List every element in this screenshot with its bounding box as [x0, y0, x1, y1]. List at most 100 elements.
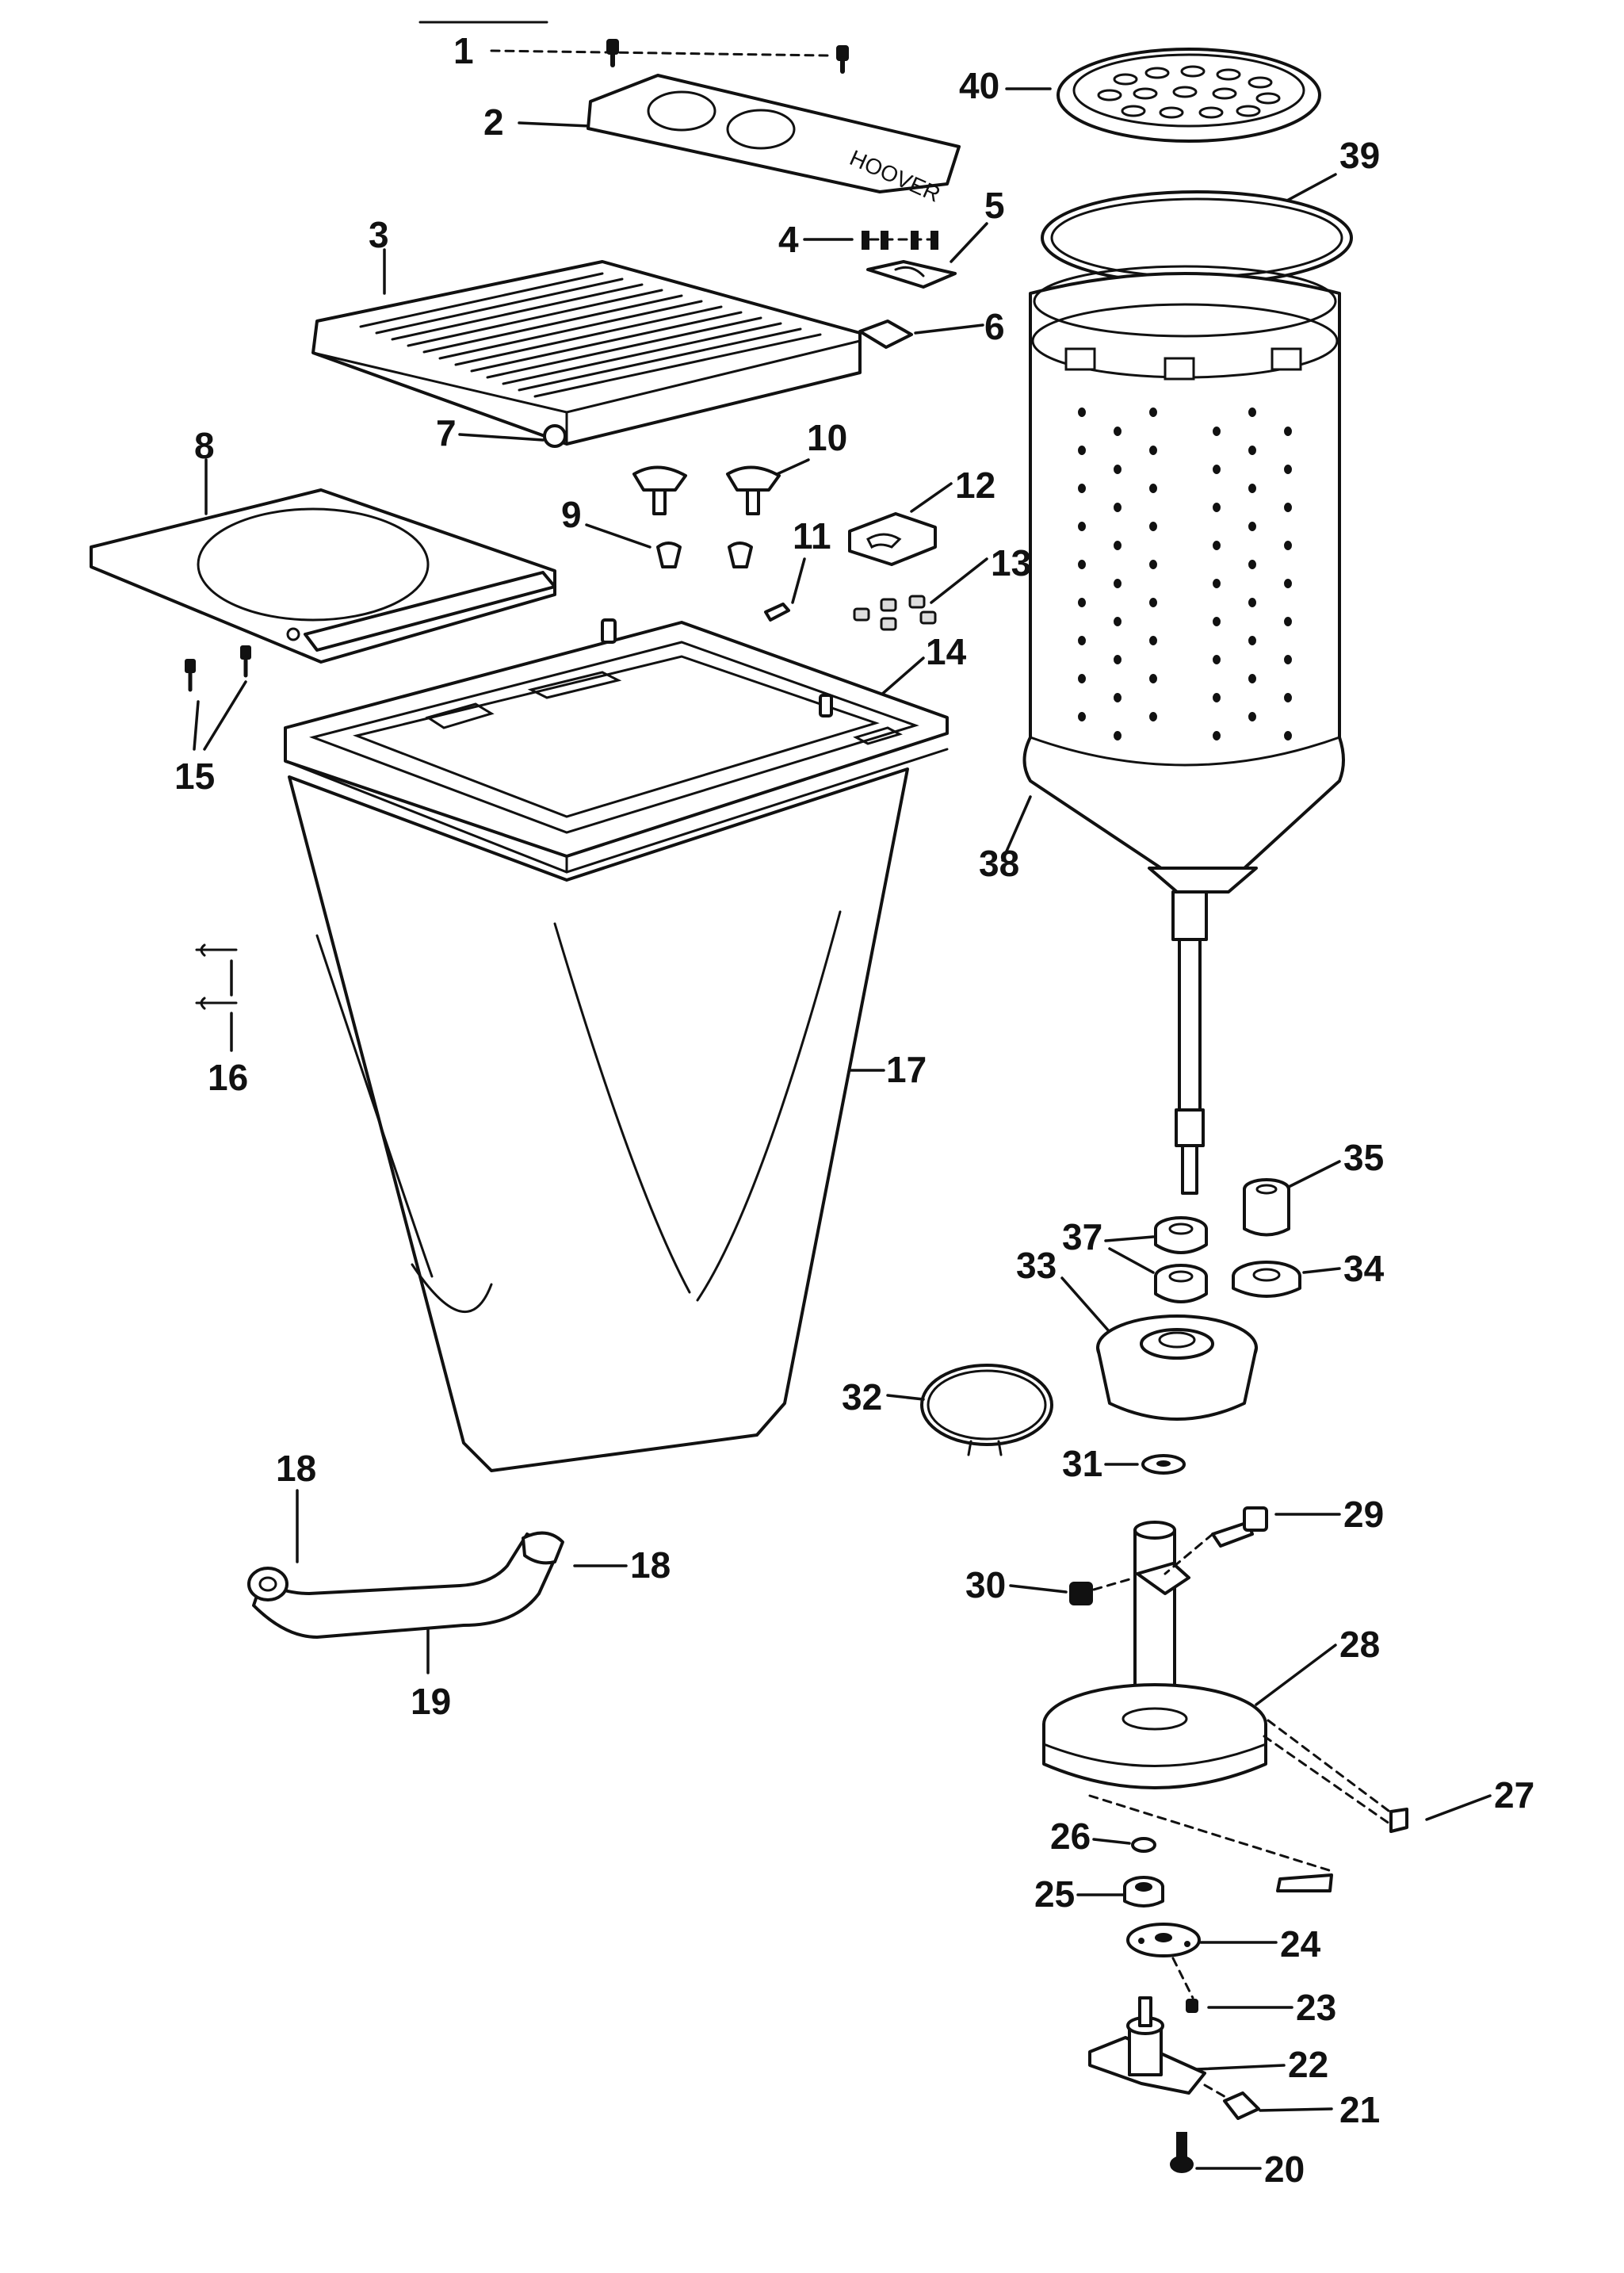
- perforation-hole: [1248, 636, 1256, 645]
- callout-32: 32: [842, 1376, 882, 1418]
- callout-13: 13: [991, 542, 1031, 584]
- part-22-bracket: [1088, 1996, 1286, 2095]
- callout-33: 33: [1016, 1245, 1057, 1286]
- callout-26: 26: [1050, 1816, 1091, 1857]
- perforation-hole: [1248, 484, 1256, 493]
- callout-31: 31: [1062, 1443, 1102, 1484]
- perforation-hole: [1248, 598, 1256, 607]
- perforation-hole: [1078, 636, 1086, 645]
- part-14-top-frame: [284, 618, 949, 874]
- callout-17: 17: [886, 1049, 927, 1090]
- callout-35: 35: [1343, 1137, 1384, 1178]
- part-19-drain-hose: [252, 1533, 560, 1674]
- callout-28: 28: [1339, 1624, 1380, 1665]
- callout-15: 15: [174, 756, 215, 797]
- callout-24: 24: [1280, 1923, 1321, 1965]
- perforation-hole: [1078, 408, 1086, 417]
- perforation-hole: [1078, 712, 1086, 721]
- perforation-hole: [1078, 522, 1086, 531]
- perforation-hole: [1248, 408, 1256, 417]
- callout-38: 38: [979, 843, 1019, 884]
- callout-18-right: 18: [630, 1544, 671, 1586]
- perforation-hole: [1114, 731, 1122, 740]
- perforation-hole: [1149, 598, 1157, 607]
- part-26-washer: [1092, 1837, 1156, 1853]
- callout-37: 37: [1062, 1216, 1102, 1257]
- callout-4: 4: [778, 219, 799, 260]
- callout-23: 23: [1296, 1987, 1336, 2028]
- part-25-bearing: [1076, 1876, 1164, 1908]
- part-1-screws: [490, 39, 849, 74]
- part-33-hub-housing: [1060, 1276, 1258, 1421]
- part-32-clamp: [886, 1364, 1053, 1456]
- callout-34: 34: [1343, 1248, 1385, 1289]
- callout-14: 14: [926, 631, 967, 672]
- part-40-strainer: [1005, 48, 1321, 143]
- part-20-screw: [1170, 2132, 1262, 2173]
- callout-29: 29: [1343, 1494, 1384, 1535]
- perforation-hole: [1213, 731, 1221, 740]
- callout-21: 21: [1339, 2089, 1380, 2130]
- perforation-hole: [1078, 484, 1086, 493]
- perforation-hole: [1284, 427, 1292, 436]
- perforation-hole: [1248, 446, 1256, 455]
- perforation-hole: [1114, 579, 1122, 588]
- part-3-lid: [311, 248, 862, 446]
- perforation-hole: [1248, 522, 1256, 531]
- perforation-hole: [1149, 446, 1157, 455]
- callout-labels: 1 2 3 4 5 6 7 8 9 10 11 12 13 14 15 16 1…: [174, 30, 1534, 2190]
- perforation-hole: [1213, 579, 1221, 588]
- part-8-top-plate: [90, 458, 556, 664]
- callout-18-left: 18: [276, 1448, 316, 1489]
- part-18-hose-clamps: [247, 1489, 628, 1601]
- callout-10: 10: [807, 417, 847, 458]
- perforation-hole: [1149, 674, 1157, 683]
- part-10-knobs: [632, 458, 810, 515]
- part-34-bearing: [1232, 1261, 1341, 1298]
- perforation-hole: [1149, 484, 1157, 493]
- perforation-hole: [1213, 503, 1221, 512]
- perforation-hole: [1284, 503, 1292, 512]
- perforation-hole: [1114, 617, 1122, 626]
- callout-6: 6: [984, 306, 1005, 347]
- part-27-belt: [1088, 1719, 1492, 1892]
- callout-7: 7: [436, 412, 457, 453]
- callout-2: 2: [483, 101, 504, 143]
- perforation-hole: [1213, 693, 1221, 702]
- part-5-latch-plate: [866, 222, 988, 289]
- part-30-nut: [1009, 1576, 1137, 1605]
- part-35-bushing: [1243, 1160, 1341, 1237]
- perforation-hole: [1078, 560, 1086, 569]
- perforation-hole: [1213, 617, 1221, 626]
- perforation-hole: [1213, 655, 1221, 664]
- part-24-plate: [1126, 1923, 1278, 1999]
- perforation-hole: [1284, 693, 1292, 702]
- callout-19: 19: [411, 1681, 451, 1722]
- perforation-hole: [1284, 579, 1292, 588]
- part-21-nut: [1203, 2084, 1333, 2120]
- perforation-hole: [1078, 674, 1086, 683]
- callout-9: 9: [561, 494, 582, 535]
- callout-12: 12: [955, 465, 995, 506]
- perforation-hole: [1284, 465, 1292, 474]
- perforation-hole: [1149, 408, 1157, 417]
- callout-20: 20: [1264, 2149, 1305, 2190]
- perforation-hole: [1078, 446, 1086, 455]
- perforation-hole: [1213, 465, 1221, 474]
- callout-30: 30: [965, 1564, 1006, 1605]
- callout-40: 40: [959, 65, 999, 106]
- perforation-hole: [1213, 427, 1221, 436]
- callout-39: 39: [1339, 135, 1380, 176]
- part-4-screws: [803, 231, 938, 250]
- perforation-hole: [1213, 541, 1221, 550]
- perforation-hole: [1114, 693, 1122, 702]
- callout-11: 11: [793, 515, 831, 557]
- part-13-clips: [853, 557, 988, 631]
- part-2-control-panel: HOOVER: [518, 74, 961, 207]
- part-6-hinge: [858, 320, 984, 349]
- part-38-spin-basket: [1001, 265, 1345, 1195]
- perforation-hole: [1149, 560, 1157, 569]
- perforation-hole: [1149, 636, 1157, 645]
- perforation-hole: [1248, 674, 1256, 683]
